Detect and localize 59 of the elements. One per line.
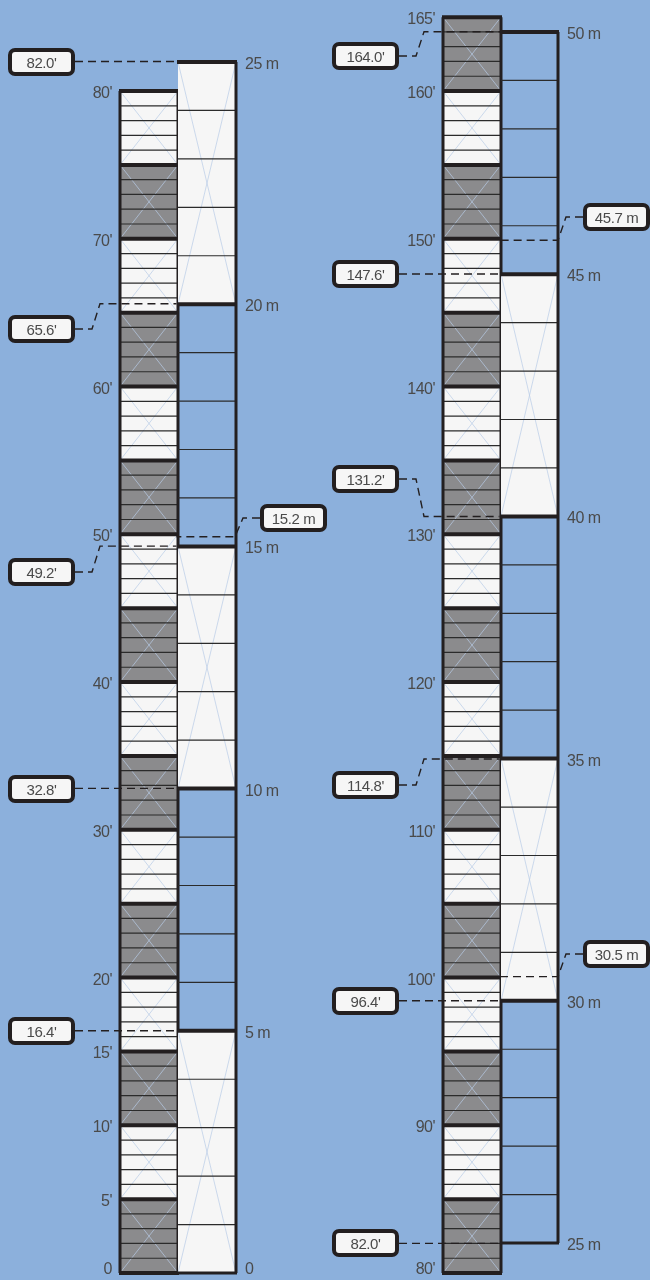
leader-line — [74, 545, 178, 573]
tick-label: 10 m — [245, 781, 279, 800]
callout-label: 131.2' — [332, 465, 399, 493]
feet-scale-bar — [441, 15, 503, 1275]
tick-label: 40 m — [567, 509, 601, 528]
tick-label: 45 m — [567, 267, 601, 286]
feet-scale-bar — [118, 89, 180, 1275]
tick-label: 70' — [92, 231, 112, 250]
callout-label: 32.8' — [8, 775, 75, 803]
tick-label: 80' — [92, 84, 112, 102]
leader-line — [74, 303, 178, 330]
tick-label: 0 — [245, 1260, 254, 1278]
tick-label: 50' — [92, 527, 112, 546]
callout-label: 45.7 m — [583, 203, 650, 231]
callout-label: 82.0' — [8, 48, 75, 76]
callout-label: 30.5 m — [583, 940, 650, 968]
leader-line — [398, 1000, 501, 1002]
tick-label: 60' — [92, 379, 112, 398]
tick-label: 130' — [407, 527, 435, 546]
tick-label: 15' — [92, 1044, 112, 1063]
leader-line — [175, 517, 261, 538]
callout-label: 96.4' — [332, 987, 399, 1015]
tick-label: 80' — [415, 1260, 435, 1278]
leader-line — [398, 478, 501, 518]
tick-label: 0 — [103, 1260, 112, 1278]
tick-label: 100' — [407, 970, 435, 989]
tick-label: 50 m — [567, 25, 601, 43]
tick-label: 90' — [415, 1118, 435, 1137]
callout-label: 15.2 m — [260, 504, 327, 532]
tick-label: 10' — [92, 1118, 112, 1137]
tick-label: 5' — [101, 1192, 112, 1211]
leader-line — [498, 953, 584, 978]
tick-label: 110' — [408, 822, 435, 841]
tick-label: 150' — [407, 231, 435, 250]
tick-label: 165' — [407, 10, 435, 29]
tick-label: 20' — [92, 970, 112, 989]
tick-label: 25 m — [567, 1236, 601, 1254]
tick-label: 140' — [407, 379, 435, 398]
callout-label: 65.6' — [8, 315, 75, 343]
leader-line — [398, 758, 501, 786]
tick-label: 120' — [407, 675, 435, 693]
callout-label: 164.0' — [332, 42, 399, 70]
callout-label: 16.4' — [8, 1017, 75, 1045]
tick-label: 160' — [407, 84, 435, 102]
meter-scale-bar — [177, 60, 238, 1275]
tick-label: 20 m — [245, 297, 279, 316]
callout-label: 114.8' — [332, 771, 399, 799]
leader-line — [398, 273, 501, 275]
tick-label: 40' — [92, 675, 112, 693]
callout-label: 147.6' — [332, 260, 399, 288]
callout-label: 49.2' — [8, 558, 75, 586]
tick-label: 5 m — [245, 1023, 271, 1042]
tick-label: 30' — [92, 822, 112, 841]
tick-label: 15 m — [245, 539, 279, 558]
callout-label: 82.0' — [332, 1229, 399, 1257]
tick-label: 25 m — [245, 55, 279, 73]
tick-label: 30 m — [567, 993, 601, 1012]
meter-scale-bar — [500, 30, 560, 1245]
tick-label: 35 m — [567, 751, 601, 770]
